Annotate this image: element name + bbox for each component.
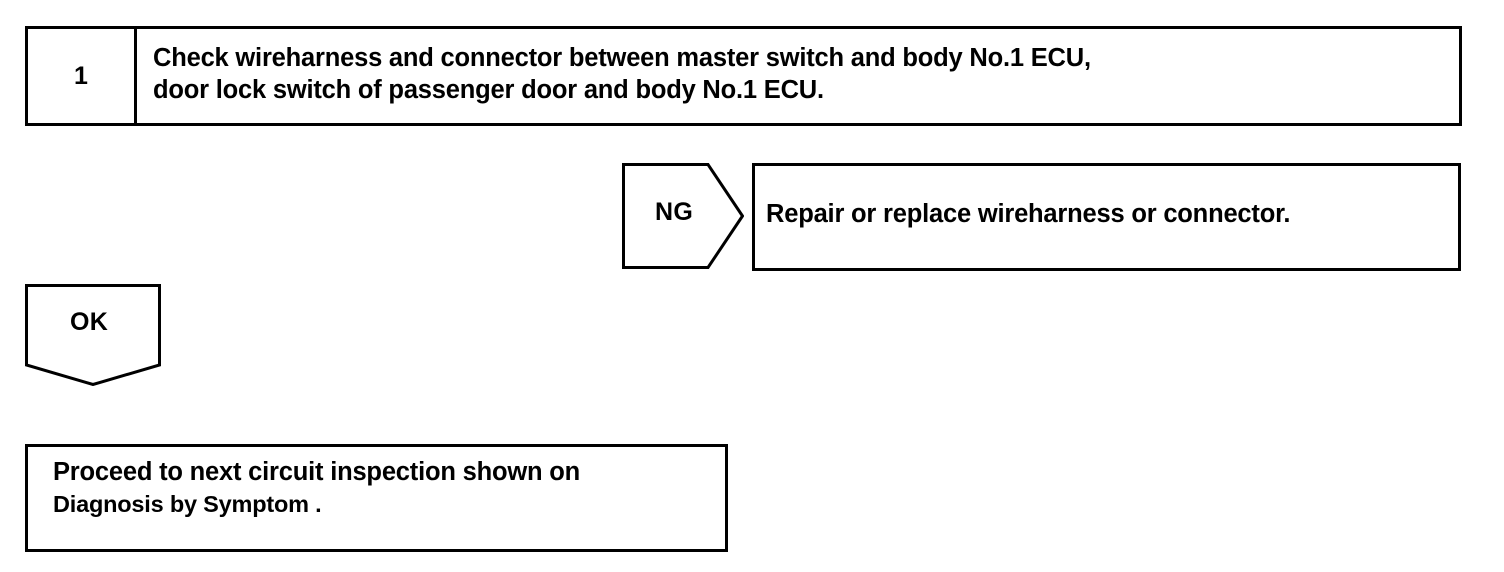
ok-arrow-shape [25, 284, 161, 386]
ng-result-text: Repair or replace wireharness or connect… [766, 200, 1291, 228]
step-number: 1 [74, 61, 88, 90]
ok-result-box: Proceed to next circuit inspection shown… [25, 444, 728, 552]
ok-result-line-2: Diagnosis by Symptom . [53, 491, 322, 517]
step-instruction-text: Check wireharness and connector between … [153, 42, 1451, 106]
ng-result-box: Repair or replace wireharness or connect… [752, 163, 1461, 271]
step-number-cell: 1 [28, 29, 137, 123]
step-instruction-line-1: Check wireharness and connector between … [153, 44, 1091, 72]
ok-label: OK [70, 308, 109, 336]
ng-arrow-shape [622, 163, 744, 269]
ok-result-line-1: Proceed to next circuit inspection shown… [53, 458, 580, 486]
step-instruction-line-2: door lock switch of passenger door and b… [153, 76, 824, 104]
ng-label: NG [655, 198, 694, 226]
step-1-box: 1 Check wireharness and connector betwee… [25, 26, 1462, 126]
